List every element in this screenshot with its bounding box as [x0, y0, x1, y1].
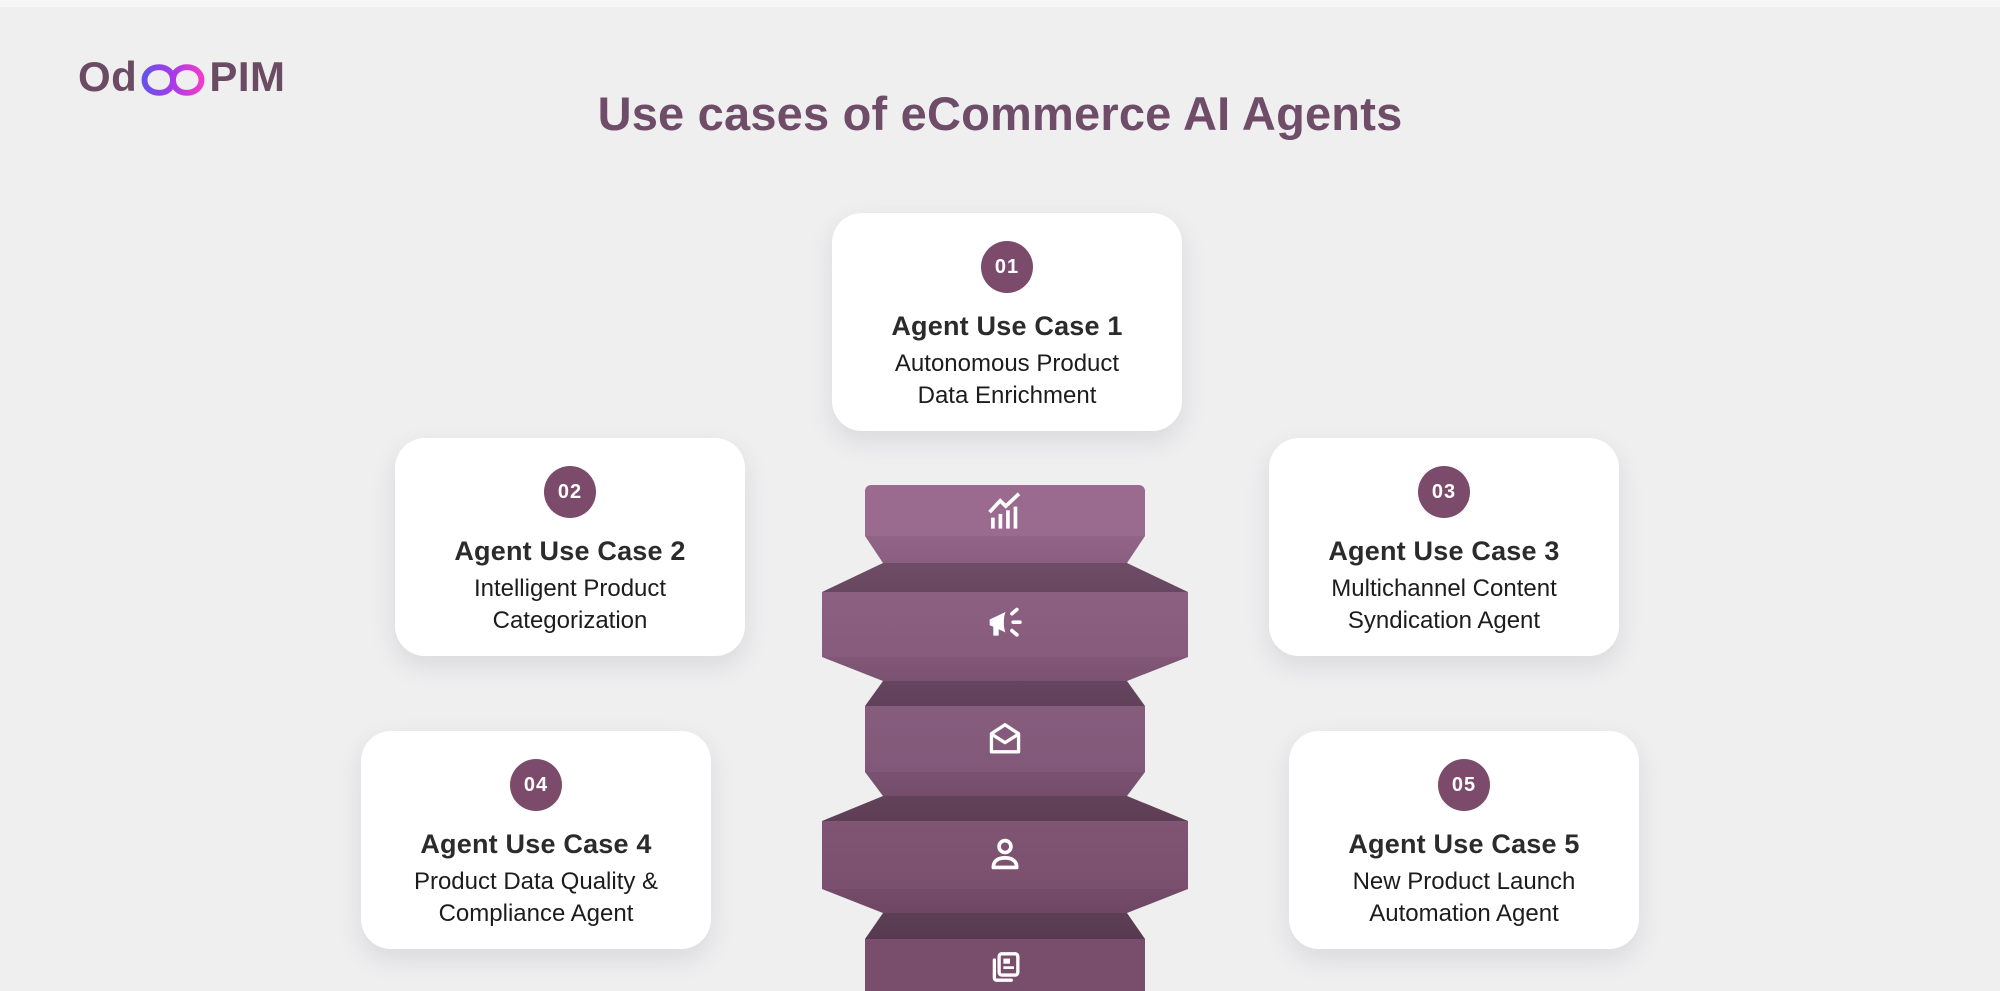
number-badge: 01	[981, 241, 1033, 293]
number-badge: 04	[510, 759, 562, 811]
card-description: New Product Launch Automation Agent	[1352, 868, 1576, 927]
use-case-card-1: 01 Agent Use Case 1 Autonomous Product D…	[832, 213, 1182, 431]
ribbon-segment-5	[865, 939, 1145, 991]
ribbon-fold	[822, 657, 1188, 681]
use-case-card-4: 04 Agent Use Case 4 Product Data Quality…	[361, 731, 711, 949]
card-title: Agent Use Case 5	[1348, 829, 1580, 859]
growth-chart-icon	[988, 492, 1021, 529]
ribbon-fold	[822, 796, 1188, 821]
odoopim-logo: Od PIM	[78, 56, 286, 98]
card-title: Agent Use Case 3	[1328, 536, 1560, 566]
use-case-card-5: 05 Agent Use Case 5 New Product Launch A…	[1289, 731, 1639, 949]
use-case-card-3: 03 Agent Use Case 3 Multichannel Content…	[1269, 438, 1619, 656]
documents-icon	[992, 952, 1020, 982]
card-title: Agent Use Case 4	[420, 829, 652, 859]
ribbon-fold	[865, 536, 1145, 563]
number-badge: 02	[544, 466, 596, 518]
ribbon-segment-1	[865, 485, 1145, 536]
logo-text-suffix: PIM	[209, 53, 286, 100]
folded-ribbon-stack	[822, 485, 1188, 991]
ribbon-fold	[865, 772, 1145, 796]
ribbon-segment-2	[822, 592, 1188, 657]
use-case-card-2: 02 Agent Use Case 2 Intelligent Product …	[395, 438, 745, 656]
card-description: Multichannel Content Syndication Agent	[1331, 575, 1557, 634]
card-title: Agent Use Case 1	[891, 311, 1123, 341]
number-badge: 03	[1418, 466, 1470, 518]
card-title: Agent Use Case 2	[454, 536, 686, 566]
card-description: Autonomous Product Data Enrichment	[894, 350, 1120, 409]
person-icon	[991, 838, 1019, 870]
ribbon-fold	[865, 913, 1145, 939]
ribbon-fold	[822, 563, 1188, 592]
top-strip	[0, 0, 2000, 7]
page-title: Use cases of eCommerce AI Agents	[597, 87, 1403, 140]
ribbon-fold	[822, 889, 1188, 913]
ribbon-segment-4	[822, 821, 1188, 889]
card-description: Product Data Quality & Compliance Agent	[413, 868, 659, 927]
ribbon-segment-3	[865, 706, 1145, 772]
email-icon	[989, 723, 1021, 754]
number-badge: 05	[1438, 759, 1490, 811]
logo-text-prefix: Od	[78, 53, 138, 100]
infinity-icon	[141, 64, 205, 96]
card-description: Intelligent Product Categorization	[473, 575, 667, 634]
megaphone-icon	[989, 607, 1022, 637]
ribbon-fold	[865, 681, 1145, 706]
